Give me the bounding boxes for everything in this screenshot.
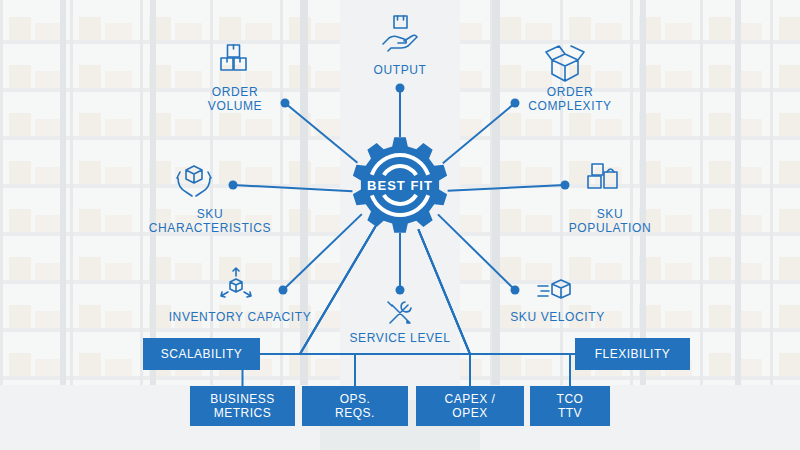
spoke-dot bbox=[511, 99, 520, 108]
boxes-bag-icon bbox=[588, 176, 601, 188]
hand-box-icon bbox=[394, 16, 407, 28]
factor-node: ORDER COMPLEXITY bbox=[515, 84, 625, 114]
criteria-box: TCO TTV bbox=[530, 386, 610, 426]
spoke-dot bbox=[279, 286, 288, 295]
logo-swirl bbox=[370, 153, 430, 175]
hand-box-icon bbox=[398, 16, 404, 20]
connector-line bbox=[243, 226, 376, 386]
hub-gear: BEST FIT bbox=[352, 137, 448, 233]
connector-line bbox=[418, 229, 470, 386]
criteria-label: OPS. REQS. bbox=[331, 392, 379, 420]
connector-line bbox=[438, 214, 515, 290]
factor-node: INVENTORY CAPACITY bbox=[160, 290, 320, 324]
cube-arrows-icon bbox=[230, 279, 242, 292]
logo-swirl bbox=[382, 194, 418, 206]
boxes-icon bbox=[221, 45, 246, 70]
spoke-dot bbox=[396, 84, 405, 93]
connector-line bbox=[443, 103, 515, 163]
factor-label: OUTPUT bbox=[374, 63, 427, 77]
connector-line bbox=[283, 214, 362, 290]
connector-line bbox=[418, 229, 570, 386]
hand-box-icon bbox=[383, 16, 417, 51]
decoration bbox=[177, 16, 617, 323]
connector-line bbox=[285, 103, 357, 163]
factor-label: ORDER VOLUME bbox=[199, 85, 271, 113]
spoke-dot bbox=[561, 181, 570, 190]
connector-line bbox=[448, 185, 565, 191]
spoke-dot bbox=[229, 181, 238, 190]
fast-box-icon bbox=[538, 280, 570, 298]
logo-swirl bbox=[382, 164, 418, 176]
hands-cube-icon bbox=[177, 166, 211, 196]
criteria-label: SCALABILITY bbox=[161, 347, 243, 361]
criteria-box: SCALABILITY bbox=[143, 338, 260, 370]
hands-cube-icon bbox=[177, 172, 211, 196]
boxes-bag-icon bbox=[607, 169, 614, 172]
factor-label: SERVICE LEVEL bbox=[350, 331, 451, 345]
criteria-box: BUSINESS METRICS bbox=[190, 386, 295, 426]
criteria-box: OPS. REQS. bbox=[302, 386, 408, 426]
gear-shape bbox=[353, 137, 447, 232]
factor-label: ORDER COMPLEXITY bbox=[524, 85, 616, 113]
factor-label: SKU CHARACTERISTICS bbox=[142, 207, 278, 235]
factor-node: SERVICE LEVEL bbox=[340, 290, 460, 345]
factor-node: OUTPUT bbox=[350, 63, 450, 88]
spoke-dot bbox=[281, 99, 290, 108]
hand-box-icon bbox=[383, 35, 417, 51]
connector-line bbox=[233, 185, 352, 191]
criteria-box: FLEXIBILITY bbox=[575, 338, 690, 370]
open-box-icon bbox=[546, 46, 584, 81]
factor-node: SKU POPULATION bbox=[558, 185, 662, 235]
open-box-icon bbox=[546, 46, 584, 81]
boxes-bag-icon bbox=[588, 164, 617, 188]
criteria-label: CAPEX / OPEX bbox=[439, 392, 501, 420]
factor-node: SKU CHARACTERISTICS bbox=[140, 185, 280, 235]
criteria-label: TCO TTV bbox=[550, 392, 590, 420]
boxes-bag-icon bbox=[592, 164, 603, 175]
cube-arrows-icon bbox=[221, 268, 251, 297]
spoke-dot bbox=[396, 286, 405, 295]
boxes-bag-icon bbox=[604, 172, 617, 188]
cube-arrows-icon bbox=[221, 268, 251, 297]
factor-node: ORDER VOLUME bbox=[185, 84, 285, 114]
factor-node: SKU VELOCITY bbox=[490, 290, 625, 324]
hub-label: BEST FIT bbox=[367, 178, 433, 193]
connector-line bbox=[399, 88, 401, 137]
connector-line bbox=[399, 233, 401, 290]
tools-icon bbox=[388, 302, 411, 323]
criteria-label: BUSINESS METRICS bbox=[203, 392, 283, 420]
criteria-label: FLEXIBILITY bbox=[595, 347, 671, 361]
tools-icon bbox=[388, 302, 411, 323]
spoke-dot bbox=[511, 286, 520, 295]
fast-box-icon bbox=[538, 280, 570, 298]
connector-line bbox=[300, 226, 376, 386]
factor-label: SKU POPULATION bbox=[562, 207, 658, 235]
criteria-box: CAPEX / OPEX bbox=[416, 386, 524, 426]
logo-swirl bbox=[370, 195, 430, 217]
factor-label: INVENTORY CAPACITY bbox=[169, 310, 312, 324]
boxes-icon bbox=[227, 45, 240, 62]
hands-cube-icon bbox=[186, 166, 202, 183]
factor-label: SKU VELOCITY bbox=[510, 310, 605, 324]
